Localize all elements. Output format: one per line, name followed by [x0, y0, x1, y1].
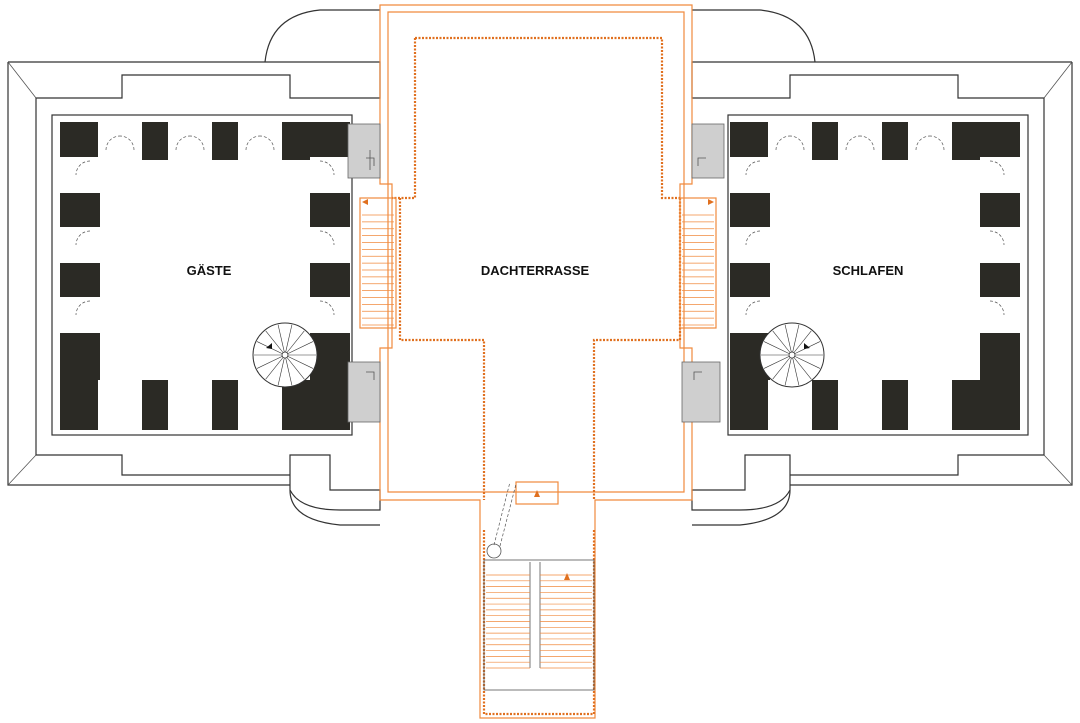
door-swing — [745, 230, 761, 246]
window-niche — [310, 157, 350, 193]
niche-bottom-right — [681, 361, 721, 423]
spiral-tread — [772, 330, 793, 356]
window-niche — [98, 380, 142, 430]
door-swing — [259, 135, 275, 151]
spiral-tread — [791, 330, 812, 356]
spiral-tread — [784, 324, 793, 356]
door-swing — [989, 160, 1005, 176]
window-niche — [768, 122, 812, 160]
spiral-tread — [284, 354, 305, 380]
window-niche — [768, 380, 812, 430]
window-niche — [310, 227, 350, 263]
room-label-sleeping: SCHLAFEN — [833, 263, 904, 278]
niche-bottom-left — [347, 361, 381, 423]
spiral-tread — [791, 324, 800, 356]
door-swing — [745, 160, 761, 176]
spiral-tread — [284, 324, 293, 356]
window-niche — [838, 122, 882, 160]
window-niche — [980, 157, 1020, 193]
window-niche — [168, 122, 212, 160]
building-outline — [7, 9, 1073, 526]
door-swing — [75, 300, 91, 316]
door-swing — [119, 135, 135, 151]
spiral-tread — [277, 324, 286, 356]
window-niche — [908, 122, 952, 160]
door-swing — [989, 300, 1005, 316]
niche-top-right — [691, 123, 725, 179]
spiral-tread — [265, 330, 286, 356]
door-swing — [189, 135, 205, 151]
door-swing — [75, 160, 91, 176]
window-niche — [730, 227, 770, 263]
door-swing — [105, 135, 121, 151]
door-swing — [175, 135, 191, 151]
niche-top-left — [347, 123, 381, 179]
window-niche — [98, 122, 142, 160]
door-swing — [319, 300, 335, 316]
spiral-core — [281, 351, 289, 359]
window-niche — [60, 157, 100, 193]
guest-room: GÄSTE — [51, 114, 353, 436]
spiral-tread — [265, 354, 286, 380]
spiral-tread — [791, 354, 812, 380]
entrance-stair — [483, 481, 595, 691]
door-swing — [319, 160, 335, 176]
spiral-stair-left — [252, 322, 318, 388]
window-niche — [730, 297, 770, 333]
spiral-tread — [284, 354, 314, 369]
spiral-tread — [763, 354, 793, 369]
spiral-tread — [284, 330, 305, 356]
spiral-tread — [256, 354, 286, 369]
spiral-tread — [791, 354, 800, 386]
window-niche — [238, 380, 282, 430]
spiral-tread — [284, 354, 293, 386]
door-swing — [915, 135, 931, 151]
door-swing — [789, 135, 805, 151]
spiral-tread — [791, 354, 821, 369]
left-stair — [359, 197, 397, 329]
door-swing — [75, 230, 91, 246]
door-swing — [859, 135, 875, 151]
spiral-tread — [784, 354, 793, 386]
door-swing — [319, 230, 335, 246]
room-label-guest: GÄSTE — [187, 263, 232, 278]
window-niche — [908, 380, 952, 430]
spiral-core — [788, 351, 796, 359]
window-niche — [60, 227, 100, 263]
right-stair — [679, 197, 717, 329]
spiral-tread — [763, 341, 793, 356]
door-swing — [929, 135, 945, 151]
window-niche — [310, 297, 350, 333]
window-niche — [238, 122, 282, 160]
window-niche — [60, 297, 100, 333]
spiral-tread — [772, 354, 793, 380]
window-niche — [980, 297, 1020, 333]
door-swing — [745, 300, 761, 316]
room-label-roof-terrace: DACHTERRASSE — [481, 263, 590, 278]
window-niche — [168, 380, 212, 430]
spiral-tread — [284, 341, 314, 356]
spiral-tread — [277, 354, 286, 386]
door-swing — [775, 135, 791, 151]
roof-terrace-area — [379, 4, 693, 719]
window-niche — [980, 227, 1020, 263]
window-niche — [730, 157, 770, 193]
door-swing — [245, 135, 261, 151]
door-swing — [845, 135, 861, 151]
spiral-stair-right — [759, 322, 825, 388]
door-swing — [989, 230, 1005, 246]
window-niche — [838, 380, 882, 430]
sleeping-room: SCHLAFEN — [727, 114, 1029, 436]
